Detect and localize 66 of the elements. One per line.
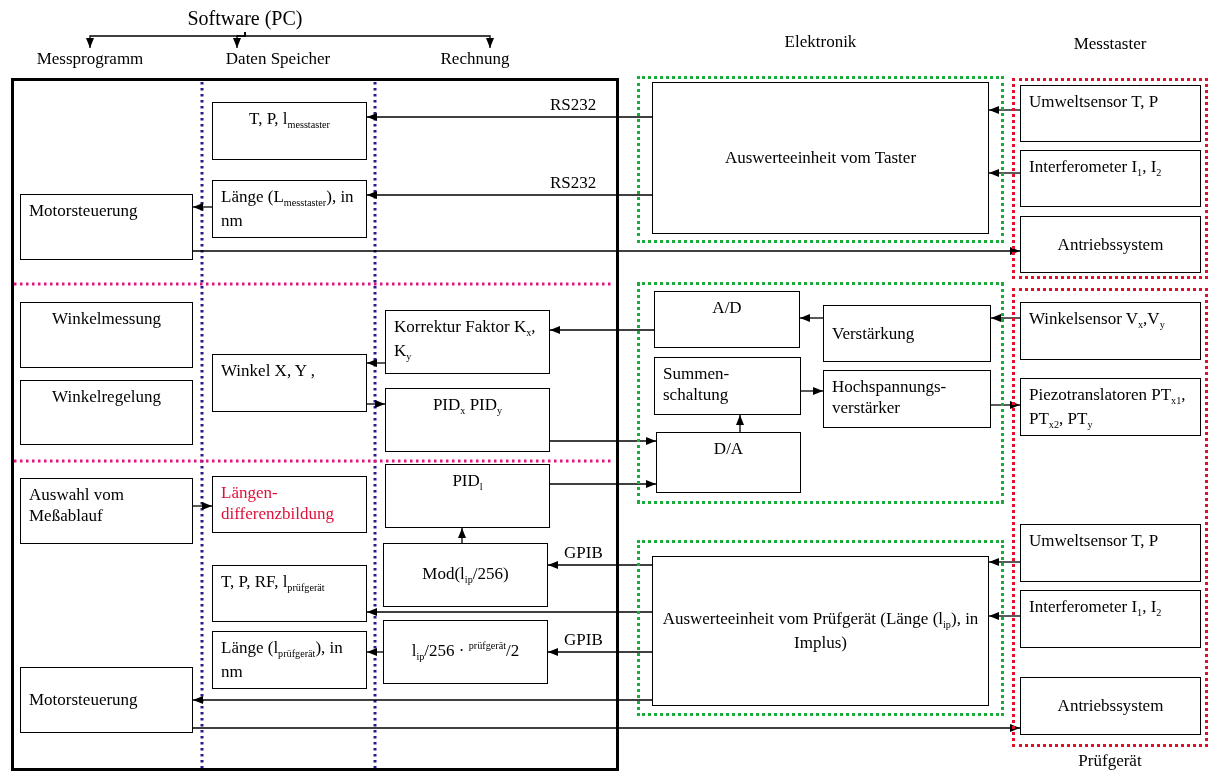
process-box: Winkel X, Y , [212,354,367,412]
arrow [192,247,1021,255]
arrow [366,400,386,408]
arrow [192,502,213,510]
arrow [366,648,384,656]
heading-text: Software (PC) [180,6,310,32]
process-box: A/D [654,291,800,348]
arrow [988,612,1021,620]
arrow [366,191,653,199]
process-box: Motorsteuerung [20,194,193,260]
process-box: PID$_{l}$ [385,464,550,528]
arrow [192,724,1021,732]
arrow [192,696,653,704]
process-box: Verstärkung [823,305,991,362]
software-frame [11,78,619,771]
arrow [547,648,653,656]
arrow [800,387,824,395]
process-box: Antriebssystem [1020,677,1201,735]
process-box: Hochspannungs- verstärker [823,370,991,428]
process-box: T, P, l$_{messtaster}$ [212,102,367,160]
process-box: T, P, RF, l$_{prüfgerät}$ [212,565,367,622]
process-box: Korrektur Faktor K$_{x}$, K$_{y}$ [385,310,550,374]
process-box: D/A [656,432,801,493]
process-box: Länge (l$_{prüfgerät}$), in nm [212,631,367,689]
arrow [192,203,213,211]
arrow [990,401,1021,409]
heading-text: Rechnung [420,48,530,74]
process-box: Antriebssystem [1020,216,1201,273]
group-frame [637,540,1004,716]
arrow [366,359,386,367]
arrow [549,437,657,445]
process-box: Auswahl vom Meßablauf [20,478,193,544]
arrow [458,527,466,544]
process-box: Winkelsensor V$_{x}$,V$_{y}$ [1020,302,1201,360]
arrow [366,608,653,616]
heading-text: Messprogramm [14,48,166,74]
process-box: Interferometer I$_{1}$, I$_{2}$ [1020,150,1201,207]
heading-text: Daten Speicher [203,48,353,74]
arrow [366,113,653,121]
arrow [547,561,653,569]
process-box: Auswerteeinheit vom Taster [652,82,989,234]
process-box: Längen- differenzbildung [212,476,367,533]
process-box: Mod(l$_{ip}$/256) [383,543,548,607]
process-box: l$_{ip}$/256 · $^{prüfgerät}$/2 [383,620,548,684]
process-box: Umweltsensor T, P [1020,524,1201,582]
arrow [988,558,1021,566]
process-box: PID$_{x}$ PID$_{y}$ [385,388,550,452]
arrow [990,314,1021,322]
arrow [799,314,824,322]
arrow [988,169,1021,177]
process-box: Piezotranslatoren PT$_{x1}$, PT$_{x2}$, PT$_{y}$ [1020,378,1201,436]
arrow [988,106,1021,114]
arrow [244,31,494,49]
process-box: Umweltsensor T, P [1020,85,1201,142]
process-box: Länge (L$_{messtaster}$), in nm [212,180,367,238]
process-box: Summen- schaltung [654,357,801,415]
arrow [549,326,655,334]
arrow [736,414,744,433]
process-box: Interferometer I$_{1}$, I$_{2}$ [1020,590,1201,648]
arrow [549,480,657,488]
process-box: Winkelmessung [20,302,193,368]
process-box: Motorsteuerung [20,667,193,733]
process-box: Winkelregelung [20,380,193,445]
process-box: Auswerteeinheit vom Prüfgerät (Länge (l$_{ip}$), in Implus) [652,556,989,706]
group-frame [637,282,1004,504]
group-heading: Prüfgerät [1076,752,1144,771]
